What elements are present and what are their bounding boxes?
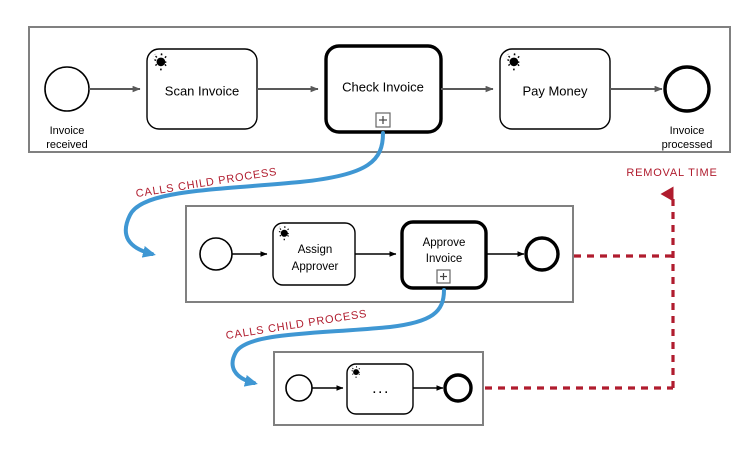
task-assign-approver-label-line2: Approver: [292, 261, 339, 273]
task-ellipsis[interactable]: [346, 363, 414, 415]
calls-child-process-arrow-2: [230, 288, 446, 387]
calls-child-process-arrow-1: [123, 131, 385, 258]
root-end-event-label-line2: processed: [662, 139, 713, 151]
child1-start-event-icon: [199, 237, 233, 271]
child2-end-event-icon: [443, 373, 473, 403]
task-assign-approver-label-line1: Assign: [298, 244, 333, 256]
child2-start-event-icon: [285, 374, 313, 402]
task-scan-invoice-label: Scan Invoice: [165, 83, 239, 98]
task-approve-invoice-label-line2: Invoice: [426, 253, 462, 265]
calls-child-process-label-2: CALLS CHILD PROCESS: [225, 308, 368, 342]
root-end-event-label-line1: Invoice: [670, 125, 705, 137]
child1-end-event-icon: [524, 236, 560, 272]
removal-time-label: REMOVAL TIME: [626, 167, 717, 179]
task-ellipsis-label: ...: [372, 380, 390, 397]
root-start-event-label-line1: Invoice: [50, 125, 85, 137]
task-pay-money-label: Pay Money: [522, 83, 588, 98]
calls-child-process-label-1: CALLS CHILD PROCESS: [135, 166, 278, 200]
root-start-event-label-line2: received: [46, 139, 88, 151]
task-check-invoice-label: Check Invoice: [342, 79, 424, 94]
root-start-event-icon: [44, 66, 90, 112]
root-end-event-icon: [663, 65, 711, 113]
task-approve-invoice-label-line1: Approve: [423, 237, 466, 249]
